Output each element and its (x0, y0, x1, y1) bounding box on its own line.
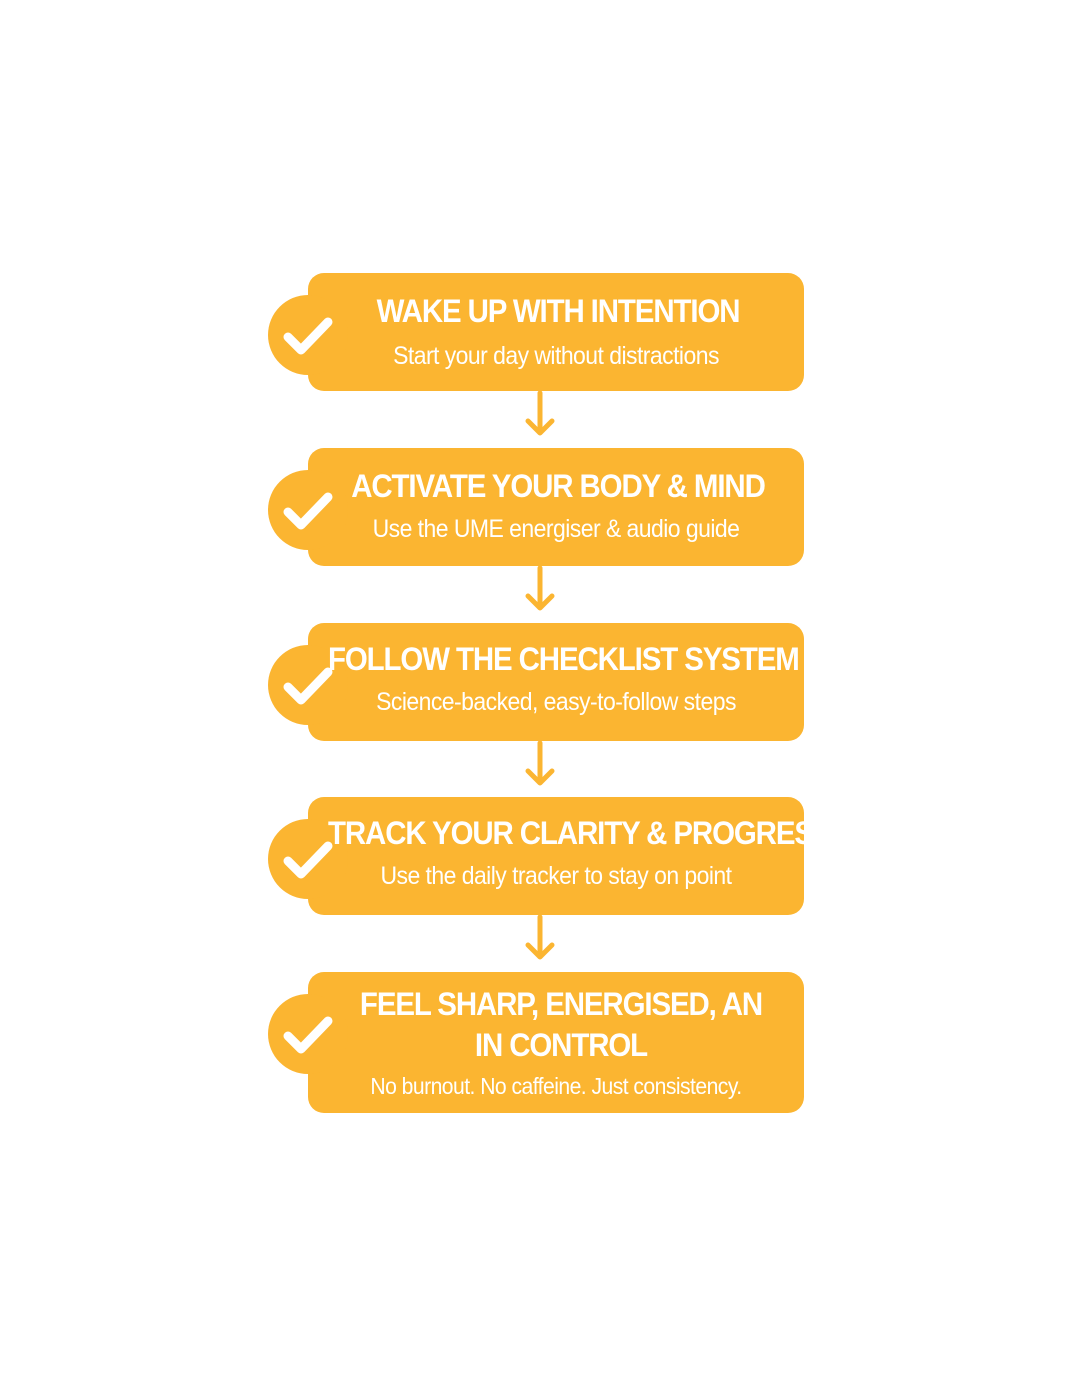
step-5: FEEL SHARP, ENERGISED, AN IN CONTROL No … (268, 972, 804, 1113)
check-badge (268, 819, 348, 899)
step-title: WAKE UP WITH INTENTION (376, 293, 741, 329)
step-title: FEEL SHARP, ENERGISED, AN IN CONTROL (359, 986, 763, 1063)
step-title: ACTIVATE YOUR BODY & MIND (351, 468, 766, 504)
step-subtitle: Science-backed, easy-to-follow steps (376, 688, 736, 716)
checkmark-icon (283, 492, 333, 530)
checkmark-icon (283, 317, 333, 355)
step-card (308, 972, 804, 1113)
step-subtitle: Use the UME energiser & audio guide (372, 515, 740, 543)
step-4: TRACK YOUR CLARITY & PROGRESS Use the da… (268, 797, 833, 915)
step-subtitle: Start your day without distractions (393, 342, 719, 370)
arrow-down-icon (525, 391, 555, 436)
checkmark-icon (283, 1016, 333, 1054)
step-title: TRACK YOUR CLARITY & PROGRESS (328, 815, 833, 851)
step-subtitle: No burnout. No caffeine. Just consistenc… (370, 1073, 742, 1099)
arrow-down-icon (525, 915, 555, 960)
arrow-down-icon (525, 566, 555, 611)
step-card (308, 797, 804, 915)
step-3: FOLLOW THE CHECKLIST SYSTEM Science-back… (268, 623, 804, 741)
step-2: ACTIVATE YOUR BODY & MIND Use the UME en… (268, 448, 804, 566)
check-badge (268, 470, 348, 550)
step-1: WAKE UP WITH INTENTION Start your day wi… (268, 273, 804, 391)
step-title: FOLLOW THE CHECKLIST SYSTEM (328, 641, 800, 677)
check-badge (268, 645, 348, 725)
step-card (308, 448, 804, 566)
checkmark-icon (283, 841, 333, 879)
step-card (308, 273, 804, 391)
checkmark-icon (283, 667, 333, 705)
arrow-down-icon (525, 741, 555, 786)
step-subtitle: Use the daily tracker to stay on point (380, 862, 732, 890)
check-badge (268, 295, 348, 375)
step-card (308, 623, 804, 741)
check-badge (268, 994, 348, 1074)
